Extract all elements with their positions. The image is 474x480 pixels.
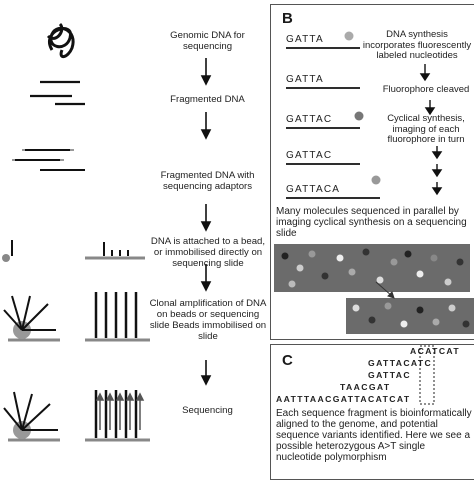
b-step-2: Fluorophore cleaved <box>382 84 470 95</box>
sequencing-icon <box>3 390 150 442</box>
slide-2 <box>346 298 474 334</box>
b-step-3: Cyclical synthesis, imaging of each fluo… <box>387 113 465 145</box>
slide-1 <box>274 244 470 292</box>
b-step-1: DNA synthesis incorporates fluorescently… <box>362 29 472 61</box>
read-1: ACATCAT <box>410 346 461 356</box>
label-attached: DNA is attached to a bead, or immobilise… <box>150 236 266 269</box>
attached-dna-icon <box>2 240 145 262</box>
fluor-dot-3 <box>371 175 381 185</box>
seq-b-2: GATTA <box>286 74 324 85</box>
seq-b-1: GATTA <box>286 34 324 45</box>
genomic-dna-icon <box>46 22 75 58</box>
fragmented-dna-icon <box>30 80 85 106</box>
panel-c-letter: C <box>282 352 293 369</box>
label-fragmented-dna: Fragmented DNA <box>170 94 245 105</box>
reference-seq: AATTTAACGATTACATCAT <box>276 394 411 404</box>
seq-b-3: GATTAC <box>286 114 333 125</box>
slide-dots <box>281 248 470 328</box>
fluor-dot-2 <box>354 111 364 121</box>
panel-c <box>270 344 474 480</box>
adaptor-dna-icon <box>12 149 85 171</box>
flow-arrows <box>200 58 212 386</box>
panel-b-letter: B <box>282 10 293 27</box>
c-caption: Each sequence fragment is bioinformatica… <box>276 408 472 463</box>
slide-arrow <box>375 281 395 299</box>
label-adaptors: Fragmented DNA with sequencing adaptors <box>160 170 255 192</box>
label-genomic-dna: Genomic DNA for sequencing <box>170 30 245 52</box>
label-amplification: Clonal amplification of DNA on beads or … <box>149 298 267 342</box>
b-caption: Many molecules sequenced in parallel by … <box>276 206 467 239</box>
read-2: GATTACATC <box>368 358 433 368</box>
label-sequencing: Sequencing <box>182 405 233 416</box>
seq-b-5: GATTACA <box>286 184 341 195</box>
amplification-icon <box>3 292 150 342</box>
read-4: TAACGAT <box>340 382 391 392</box>
seq-b-4: GATTAC <box>286 150 333 161</box>
snp-highlight-box <box>419 345 435 405</box>
read-3: GATTAC <box>368 370 411 380</box>
fluor-dot-1 <box>344 31 354 41</box>
